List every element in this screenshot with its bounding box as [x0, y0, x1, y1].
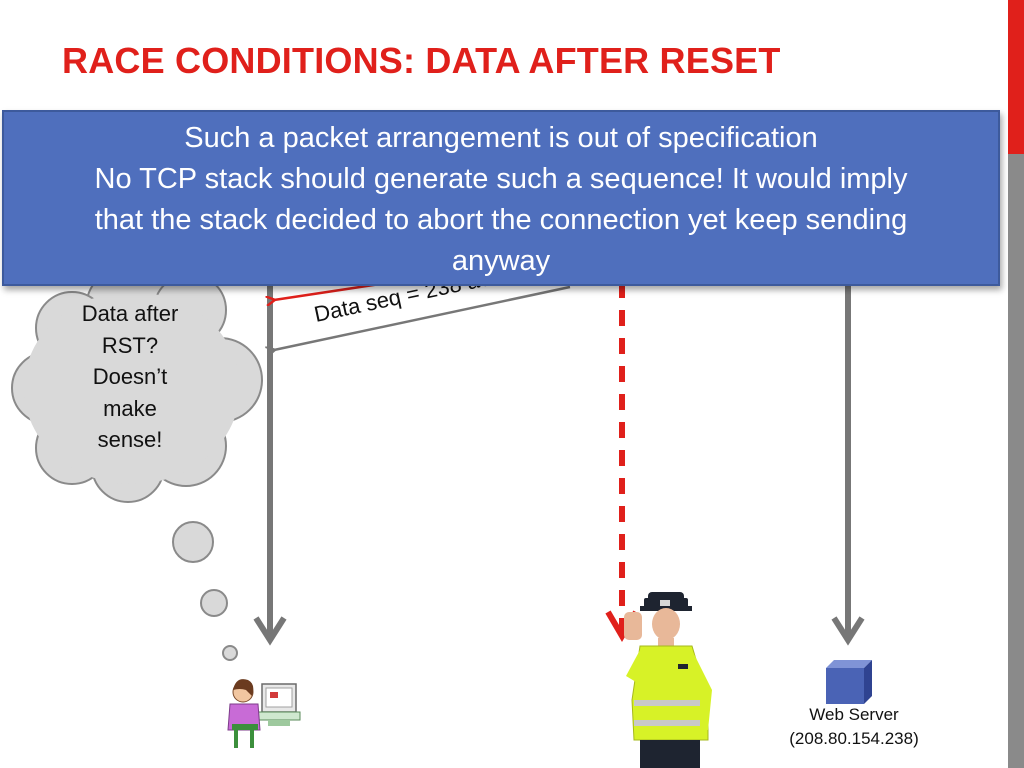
- thought-line: RST?: [101, 332, 159, 358]
- police-officer-icon: [624, 592, 712, 768]
- rst-arrow: [274, 282, 381, 300]
- thought-cloud-icon: [11, 265, 263, 661]
- web-server-ip: (208.80.154.238): [789, 729, 919, 748]
- out-of-spec-callout: Such a packet arrangement is out of spec…: [2, 110, 1000, 286]
- thought-line: sense!: [97, 427, 163, 452]
- callout-line: No TCP stack should generate such a sequ…: [94, 163, 908, 195]
- thought-line: make: [103, 395, 157, 421]
- police-timeline: [605, 282, 639, 642]
- slide-title: RACE CONDITIONS: DATA AFTER RESET: [62, 40, 781, 81]
- web-server-label: Web Server: [809, 705, 899, 724]
- decorative-bar-red: [1008, 0, 1024, 154]
- client-timeline: [253, 282, 287, 646]
- thought-line: Doesn’t: [92, 364, 168, 389]
- callout-line: that the stack decided to abort the conn…: [94, 204, 908, 236]
- server-timeline: [831, 282, 865, 646]
- decorative-bar-gray: [1008, 154, 1024, 768]
- callout-line: anyway: [451, 245, 551, 277]
- server-cube-icon: [826, 660, 872, 704]
- data-arrow: [274, 285, 571, 350]
- person-at-computer-icon: [227, 679, 301, 748]
- callout-line: Such a packet arrangement is out of spec…: [184, 122, 818, 154]
- thought-bubble-text: Data after RST? Doesn’t make sense!: [60, 298, 200, 456]
- thought-line: Data after: [81, 301, 179, 326]
